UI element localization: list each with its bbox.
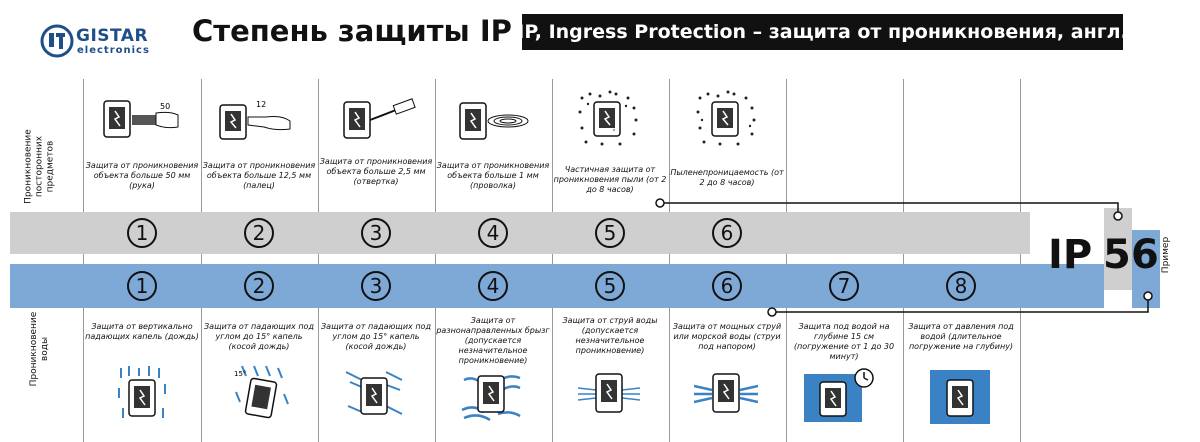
finger-size-label: 12: [256, 100, 266, 109]
grid-line: [435, 79, 436, 442]
row-label-line: предметов: [45, 140, 56, 193]
angled-drops-icon: 15°: [234, 365, 289, 419]
spray-icon: [345, 371, 403, 415]
water-caption-2: Защита от падающих под углом до 15° капе…: [204, 322, 314, 351]
example-ip-label: IP: [1048, 232, 1093, 278]
example-label: Пример: [1161, 236, 1172, 274]
vertical-drops-icon: [118, 366, 166, 418]
row-label-line: Проникновение: [23, 129, 34, 204]
solids-band: [10, 212, 1030, 254]
brand-logo: GISTAR electronics: [40, 22, 160, 62]
row-label-line: посторонних: [34, 135, 45, 198]
solids-level-4: 4: [478, 218, 508, 248]
solids-caption-2: Защита от проникновения объекта больше 1…: [202, 161, 316, 190]
solids-caption-1: Защита от проникновения объекта больше 5…: [85, 161, 199, 190]
solids-level-3: 3: [361, 218, 391, 248]
water-caption-6: Защита от мощных струй или морской воды …: [672, 322, 782, 351]
hand-icon: 50: [103, 100, 179, 138]
water-level-1: 1: [127, 271, 157, 301]
immersion-icon: [804, 368, 874, 422]
powerful-jets-icon: [694, 373, 758, 413]
water-level-4: 4: [478, 271, 508, 301]
example-digit1-highlight: [1104, 208, 1132, 290]
water-level-6: 6: [712, 271, 742, 301]
page-title: Степень защиты IP: [192, 14, 512, 48]
grid-line: [669, 79, 670, 442]
grid-line: [552, 79, 553, 442]
grid-line: [83, 79, 84, 442]
grid-line: [201, 79, 202, 442]
angle-label: 15°: [234, 370, 246, 378]
solids-caption-4: Защита от проникновения объекта больше 1…: [436, 161, 550, 190]
solids-level-6: 6: [712, 218, 742, 248]
gistar-logo-icon: [40, 24, 74, 58]
solids-caption-5: Частичная защита от проникновения пыли (…: [553, 165, 667, 194]
row-label-line: воды: [40, 336, 50, 362]
hand-size-label: 50: [160, 102, 170, 111]
subtitle-text: (IP, Ingress Protection – защита от прон…: [508, 21, 1137, 43]
row-label-line: Проникновение: [29, 311, 39, 387]
water-caption-1: Защита от вертикально падающих капель (д…: [85, 322, 199, 341]
solids-level-5: 5: [595, 218, 625, 248]
example-digit1: 5: [1103, 232, 1131, 278]
water-caption-4: Защита от разнонаправленных брызг (допус…: [436, 316, 550, 365]
solids-caption-3: Защита от проникновения объекта больше 2…: [319, 157, 433, 186]
water-connector-dot: [767, 307, 777, 317]
finger-icon: 12: [219, 100, 291, 140]
brand-sub: electronics: [77, 45, 150, 56]
water-band: [10, 264, 1104, 308]
subtitle-banner: (IP, Ingress Protection – защита от прон…: [509, 14, 1136, 50]
water-level-8: 8: [946, 271, 976, 301]
solids-level-2: 2: [244, 218, 274, 248]
water-caption-7: Защита под водой на глубине 15 см (погру…: [793, 322, 895, 361]
water-caption-3: Защита от падающих под углом до 15° капе…: [321, 322, 431, 351]
water-caption-8: Защита от давления под водой (длительное…: [908, 322, 1014, 351]
solids-connector-dot: [655, 198, 665, 208]
grid-line: [1020, 79, 1021, 442]
solids-caption-6: Пыленепроницаемость (от 2 до 8 часов): [670, 168, 784, 187]
solids-row-label: Проникновение посторонних предметов: [24, 117, 57, 217]
water-level-2: 2: [244, 271, 274, 301]
submersion-icon: [930, 370, 990, 424]
grid-line: [318, 79, 319, 442]
water-caption-5: Защита от струй воды (допускается незнач…: [562, 316, 658, 355]
water-level-3: 3: [361, 271, 391, 301]
screwdriver-icon: [343, 98, 416, 139]
water-row-label: Проникновение воды: [29, 299, 51, 399]
brand-name: GISTAR: [76, 26, 149, 46]
water-level-7: 7: [829, 271, 859, 301]
wire-icon: [459, 102, 529, 140]
example-digit2: 6: [1131, 232, 1159, 278]
splash-icon: [461, 375, 521, 422]
grid-line: [903, 79, 904, 442]
dust-partial-icon: [578, 90, 638, 146]
jets-icon: [578, 373, 640, 413]
grid-line: [786, 79, 787, 442]
dust-tight-icon: [696, 90, 756, 146]
solids-level-1: 1: [127, 218, 157, 248]
water-level-5: 5: [595, 271, 625, 301]
